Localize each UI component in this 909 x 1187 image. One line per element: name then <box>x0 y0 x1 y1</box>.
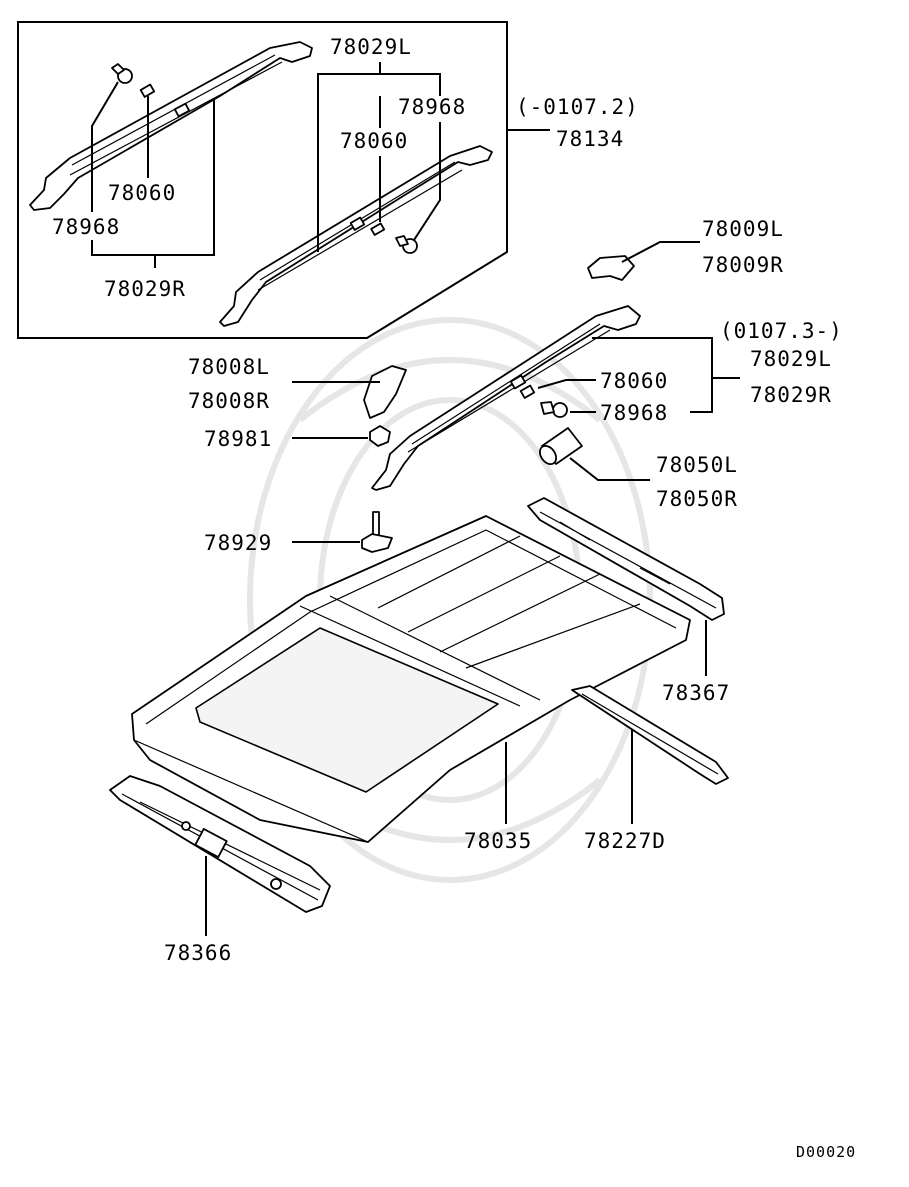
leader-78060-late <box>537 379 596 389</box>
bolt-78968-late[interactable] <box>540 401 568 418</box>
early-version-inset-frame <box>17 21 508 339</box>
label-78060-mid: 78060 <box>600 369 668 393</box>
bolt-78968-inset-left[interactable] <box>111 63 133 84</box>
leader-78968-inset-left <box>91 81 119 212</box>
label-78968-mid: 78968 <box>600 401 668 425</box>
rail-front-cover-78008[interactable] <box>363 365 407 419</box>
label-range-early: (-0107.2) <box>516 95 639 119</box>
label-78968-top-right: 78968 <box>398 95 466 119</box>
label-78929: 78929 <box>204 531 272 555</box>
label-78968-top-left: 78968 <box>52 215 120 239</box>
leader-78029L-bracket <box>317 62 441 252</box>
label-78366: 78366 <box>164 941 232 965</box>
side-roof-rail-78227D[interactable] <box>571 685 729 785</box>
bolt-78968-inset-right[interactable] <box>395 235 418 254</box>
leader-78029-late-bracket <box>592 337 740 413</box>
roof-rail-inset-left[interactable] <box>29 41 313 211</box>
label-range-late: (0107.3-) <box>720 319 843 343</box>
label-78008R: 78008R <box>188 389 270 413</box>
label-78981: 78981 <box>204 427 272 451</box>
label-78008L: 78008L <box>188 355 270 379</box>
leader-78029R-bracket <box>91 98 215 268</box>
roof-rail-late[interactable] <box>371 305 641 491</box>
label-78367: 78367 <box>662 681 730 705</box>
label-78134: 78134 <box>556 127 624 151</box>
label-78009R: 78009R <box>702 253 784 277</box>
label-78029R-mid: 78029R <box>750 383 832 407</box>
leader-78968-inset-right <box>413 122 441 241</box>
rear-roof-header-78367[interactable] <box>527 497 725 621</box>
label-78060-top-right: 78060 <box>340 129 408 153</box>
label-78029R-top: 78029R <box>104 277 186 301</box>
label-78009L: 78009L <box>702 217 784 241</box>
stud-bolt-78929[interactable] <box>361 511 393 553</box>
roof-rail-inset-right[interactable] <box>219 145 493 327</box>
sunroof-opening <box>195 627 499 793</box>
label-78029L-top: 78029L <box>330 35 412 59</box>
rail-spacer-78050[interactable] <box>537 427 583 467</box>
diagram-code: D00020 <box>796 1143 856 1161</box>
clip-78060-late[interactable] <box>519 384 536 399</box>
label-78227D: 78227D <box>584 829 666 853</box>
clip-78060-inset-left[interactable] <box>139 83 156 98</box>
label-78060-top-left: 78060 <box>108 181 176 205</box>
label-78050L: 78050L <box>656 453 738 477</box>
label-78035: 78035 <box>464 829 532 853</box>
roof-panel-78035[interactable] <box>131 515 691 843</box>
leader-78050 <box>569 457 650 481</box>
leader-78009 <box>621 241 700 263</box>
clip-78060-inset-right[interactable] <box>370 222 386 236</box>
nut-78981[interactable] <box>369 425 391 447</box>
label-78029L-mid: 78029L <box>750 347 832 371</box>
label-78050R: 78050R <box>656 487 738 511</box>
front-roof-header-78366[interactable] <box>109 775 331 913</box>
